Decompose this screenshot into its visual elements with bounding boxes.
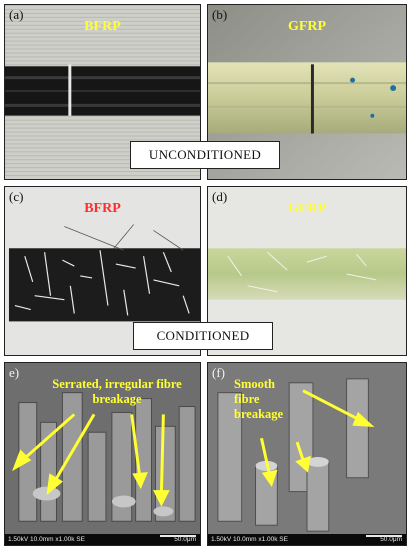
panel-label: (c) (9, 189, 24, 204)
annotation-smooth: Smooth fibre breakage (234, 377, 284, 421)
annotation-serrated: Serrated, irregular fibre breakage (52, 377, 182, 406)
gfrp-unconditioned-photo (208, 5, 406, 179)
panel-label: (f) (212, 365, 225, 380)
panel-f-sem-gfrp: (f) Smooth fibre breakage 1.50kV 10.0mm … (207, 362, 407, 546)
panel-d-conditioned-gfrp: (d) GFRP (207, 186, 407, 356)
material-label: GFRP (287, 201, 327, 216)
conditioned-label: CONDITIONED (133, 322, 273, 350)
panel-b-unconditioned-gfrp: (b) GFRP (207, 4, 407, 180)
scale-bar (366, 535, 402, 537)
sem-parameters: 1.50kV 10.0mm x1.00k SE (211, 536, 288, 543)
material-label: GFRP (287, 19, 327, 34)
gfrp-conditioned-photo (208, 187, 406, 355)
sem-smooth-fibre-image (208, 363, 406, 545)
sem-serrated-fibre-image (5, 363, 200, 545)
sem-parameters: 1.50kV 10.0mm x1.00k SE (8, 536, 85, 543)
bfrp-conditioned-photo (5, 187, 200, 355)
panel-label: (a) (9, 7, 24, 22)
panel-label: (d) (212, 189, 228, 204)
scale-bar (160, 535, 196, 537)
panel-c-conditioned-bfrp: (c) BFRP (4, 186, 201, 356)
panel-label: e) (9, 365, 20, 380)
scale-label: 50.0μm (174, 536, 196, 543)
material-label: BFRP (84, 19, 121, 34)
sem-info-bar: 1.50kV 10.0mm x1.00k SE 50.0μm (208, 534, 406, 545)
material-label: BFRP (84, 201, 121, 216)
panel-label: (b) (212, 7, 228, 22)
sem-info-bar: 1.50kV 10.0mm x1.00k SE 50.0μm (5, 534, 200, 545)
scale-label: 50.0μm (380, 536, 402, 543)
panel-e-sem-bfrp: e) Serrated, irregular fibre breakage 1.… (4, 362, 201, 546)
unconditioned-label: UNCONDITIONED (130, 141, 280, 169)
